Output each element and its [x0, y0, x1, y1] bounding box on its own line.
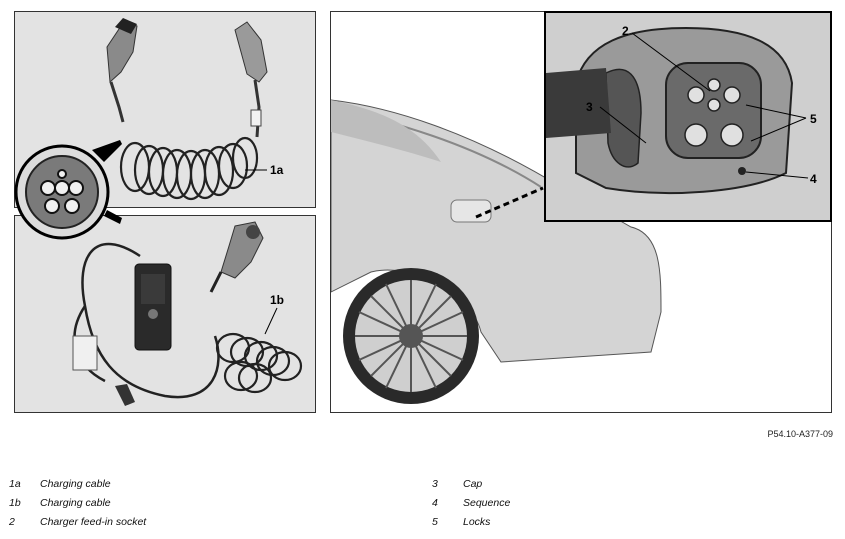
- callout-5: 5: [810, 112, 817, 126]
- legend-item: 1b Charging cable: [9, 497, 389, 516]
- connector-detail-magnifier: [14, 140, 122, 240]
- legend-code: 1a: [9, 478, 21, 490]
- socket-detail-illustration: 2 3 5 4: [546, 24, 817, 194]
- callout-3: 3: [586, 100, 593, 114]
- legend-description: Charging cable: [40, 478, 111, 490]
- legend-code: 1b: [9, 497, 21, 509]
- legend-item: 5 Locks: [432, 516, 812, 535]
- legend-code: 4: [432, 497, 438, 509]
- legend-code: 2: [9, 516, 15, 528]
- legend-left: 1a Charging cable 1b Charging cable 2 Ch…: [9, 478, 389, 535]
- cable-1b-panel: 1b: [14, 215, 316, 413]
- legend-code: 5: [432, 516, 438, 528]
- legend-description: Charging cable: [40, 497, 111, 509]
- legend-right: 3 Cap 4 Sequence 5 Locks: [432, 478, 812, 535]
- callout-4: 4: [810, 172, 817, 186]
- vehicle-illustration: [331, 99, 662, 404]
- legend-item: 4 Sequence: [432, 497, 812, 516]
- socket-detail-inset: 2 3 5 4: [544, 11, 832, 222]
- legend-item: 1a Charging cable: [9, 478, 389, 497]
- figure-reference-code: P54.10-A377-09: [767, 429, 833, 439]
- cable-1b-illustration: 1b: [72, 221, 303, 406]
- legend-code: 3: [432, 478, 438, 490]
- legend-description: Charger feed-in socket: [40, 516, 147, 528]
- legend-description: Locks: [463, 516, 491, 528]
- callout-1b: 1b: [270, 293, 284, 307]
- legend-item: 2 Charger feed-in socket: [9, 516, 389, 535]
- callout-2: 2: [622, 24, 629, 38]
- legend-item: 3 Cap: [432, 478, 812, 497]
- cable-1a-illustration: 1a: [106, 18, 284, 201]
- legend-description: Cap: [463, 478, 483, 490]
- legend-description: Sequence: [463, 497, 511, 509]
- callout-1a: 1a: [270, 163, 284, 177]
